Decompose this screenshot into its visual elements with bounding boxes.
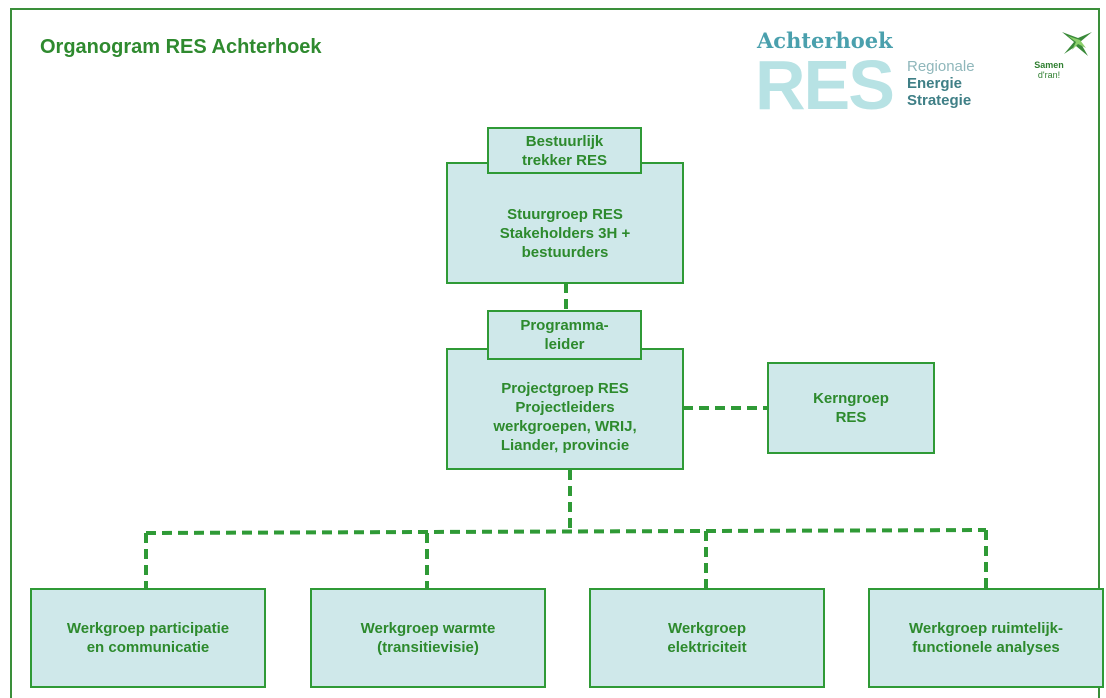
box-werkgroep-warmte: Werkgroep warmte (transitievisie): [310, 588, 546, 688]
box-kerngroep: Kerngroep RES: [767, 362, 935, 454]
slide-frame: [10, 8, 1100, 698]
samen-line-2: d'ran!: [1037, 70, 1061, 80]
page-title: Organogram RES Achterhoek: [40, 36, 322, 58]
logo-res-text: RES: [755, 46, 895, 124]
logo-line-energie: Energie: [907, 75, 963, 92]
bestuurlijk-line-2: trekker RES: [521, 151, 608, 169]
werkgroep-3-line-2: elektriciteit: [667, 639, 747, 656]
werkgroep-1-line-1: Werkgroep participatie: [66, 620, 230, 637]
stuurgroep-line-1: Stuurgroep RES: [507, 205, 623, 223]
samen-dran-text: Samen d'ran!: [1024, 60, 1074, 80]
logo-achterhoek-text: Achterhoek: [757, 28, 893, 53]
kerngroep-line-2: RES: [835, 409, 867, 426]
projectgroep-line-2: Projectleiders: [515, 399, 615, 416]
box-werkgroep-ruimtelijk: Werkgroep ruimtelijk- functionele analys…: [868, 588, 1104, 688]
werkgroep-4-line-2: functionele analyses: [912, 639, 1060, 656]
samen-dran-logo-icon: [1062, 32, 1092, 56]
box-werkgroep-participatie: Werkgroep participatie en communicatie: [30, 588, 266, 688]
werkgroep-4-line-1: Werkgroep ruimtelijk-: [909, 620, 1063, 637]
programmaleider-line-1: Programma-: [520, 317, 609, 334]
box-bestuurlijk-trekker: Bestuurlijk trekker RES: [487, 127, 642, 174]
logo-subtitle: Regionale Energie Strategie: [907, 58, 975, 109]
projectgroep-line-4: Liander, provincie: [500, 437, 630, 454]
werkgroep-2-line-2: (transitievisie): [377, 639, 479, 656]
projectgroep-line-3: werkgroepen, WRIJ,: [493, 418, 637, 435]
logo-line-strategie: Strategie: [907, 92, 972, 109]
logo-line-regionale: Regionale: [907, 58, 975, 75]
box-werkgroep-elektriciteit: Werkgroep elektriciteit: [589, 588, 825, 688]
stuurgroep-line-2: Stakeholders 3H +: [499, 224, 631, 242]
stuurgroep-line-3: bestuurders: [521, 243, 609, 261]
bestuurlijk-line-1: Bestuurlijk: [525, 132, 604, 150]
werkgroep-2-line-1: Werkgroep warmte: [360, 620, 496, 637]
box-projectgroep: Projectgroep RES Projectleiders werkgroe…: [446, 348, 684, 470]
connector-horizontal-werkgroepen: [145, 528, 987, 535]
box-programmaleider: Programma- leider: [487, 310, 642, 360]
box-stuurgroep: Stuurgroep RES Stakeholders 3H + bestuur…: [446, 162, 684, 284]
projectgroep-line-1: Projectgroep RES: [501, 380, 629, 397]
werkgroep-3-line-1: Werkgroep: [667, 620, 747, 637]
kerngroep-line-1: Kerngroep: [813, 390, 889, 407]
werkgroep-1-line-2: en communicatie: [86, 639, 210, 656]
samen-line-1: Samen: [1034, 60, 1064, 70]
programmaleider-line-2: leider: [544, 336, 585, 353]
